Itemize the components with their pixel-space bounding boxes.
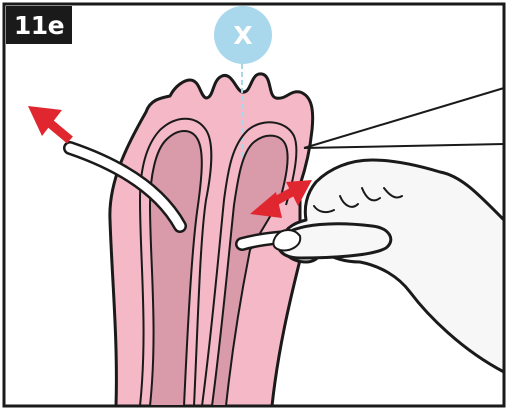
arrow-up-left-icon xyxy=(28,106,70,140)
step-label: 11e xyxy=(6,6,72,44)
hand xyxy=(281,160,504,372)
callout-line-top xyxy=(304,88,504,148)
callout-line-bottom xyxy=(304,144,504,148)
x-marker: X xyxy=(214,6,272,64)
